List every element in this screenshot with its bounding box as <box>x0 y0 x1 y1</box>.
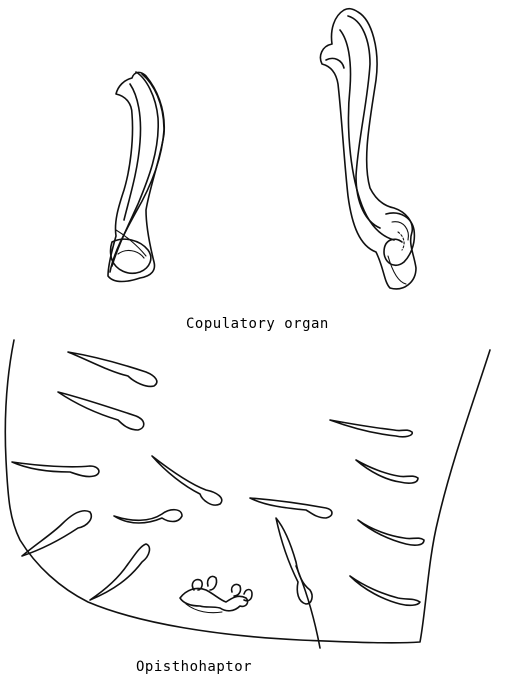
hooklet-11 <box>22 511 91 556</box>
hooklet-3 <box>12 462 99 477</box>
hooklet-10 <box>350 576 420 605</box>
hooklets <box>12 352 424 648</box>
hooklet-9 <box>358 520 424 545</box>
hooklet-1 <box>68 352 157 386</box>
caption-copulatory-organ: Copulatory organ <box>186 316 329 332</box>
hooklet-8 <box>356 460 418 483</box>
hooklet-14 <box>296 566 320 648</box>
copulatory-organ-right <box>320 9 416 289</box>
hooklet-13 <box>276 518 312 604</box>
caption-opisthohaptor: Opisthohaptor <box>136 659 252 675</box>
hooklet-5 <box>114 510 182 523</box>
hooklet-6 <box>250 498 332 518</box>
copulatory-organ-left <box>108 72 164 282</box>
opisthohaptor-outline <box>5 340 490 643</box>
hooklet-7 <box>330 420 412 437</box>
hooklet-4 <box>152 456 222 505</box>
hooklet-12 <box>90 544 149 600</box>
anchors <box>180 576 252 612</box>
hooklet-2 <box>58 392 144 430</box>
